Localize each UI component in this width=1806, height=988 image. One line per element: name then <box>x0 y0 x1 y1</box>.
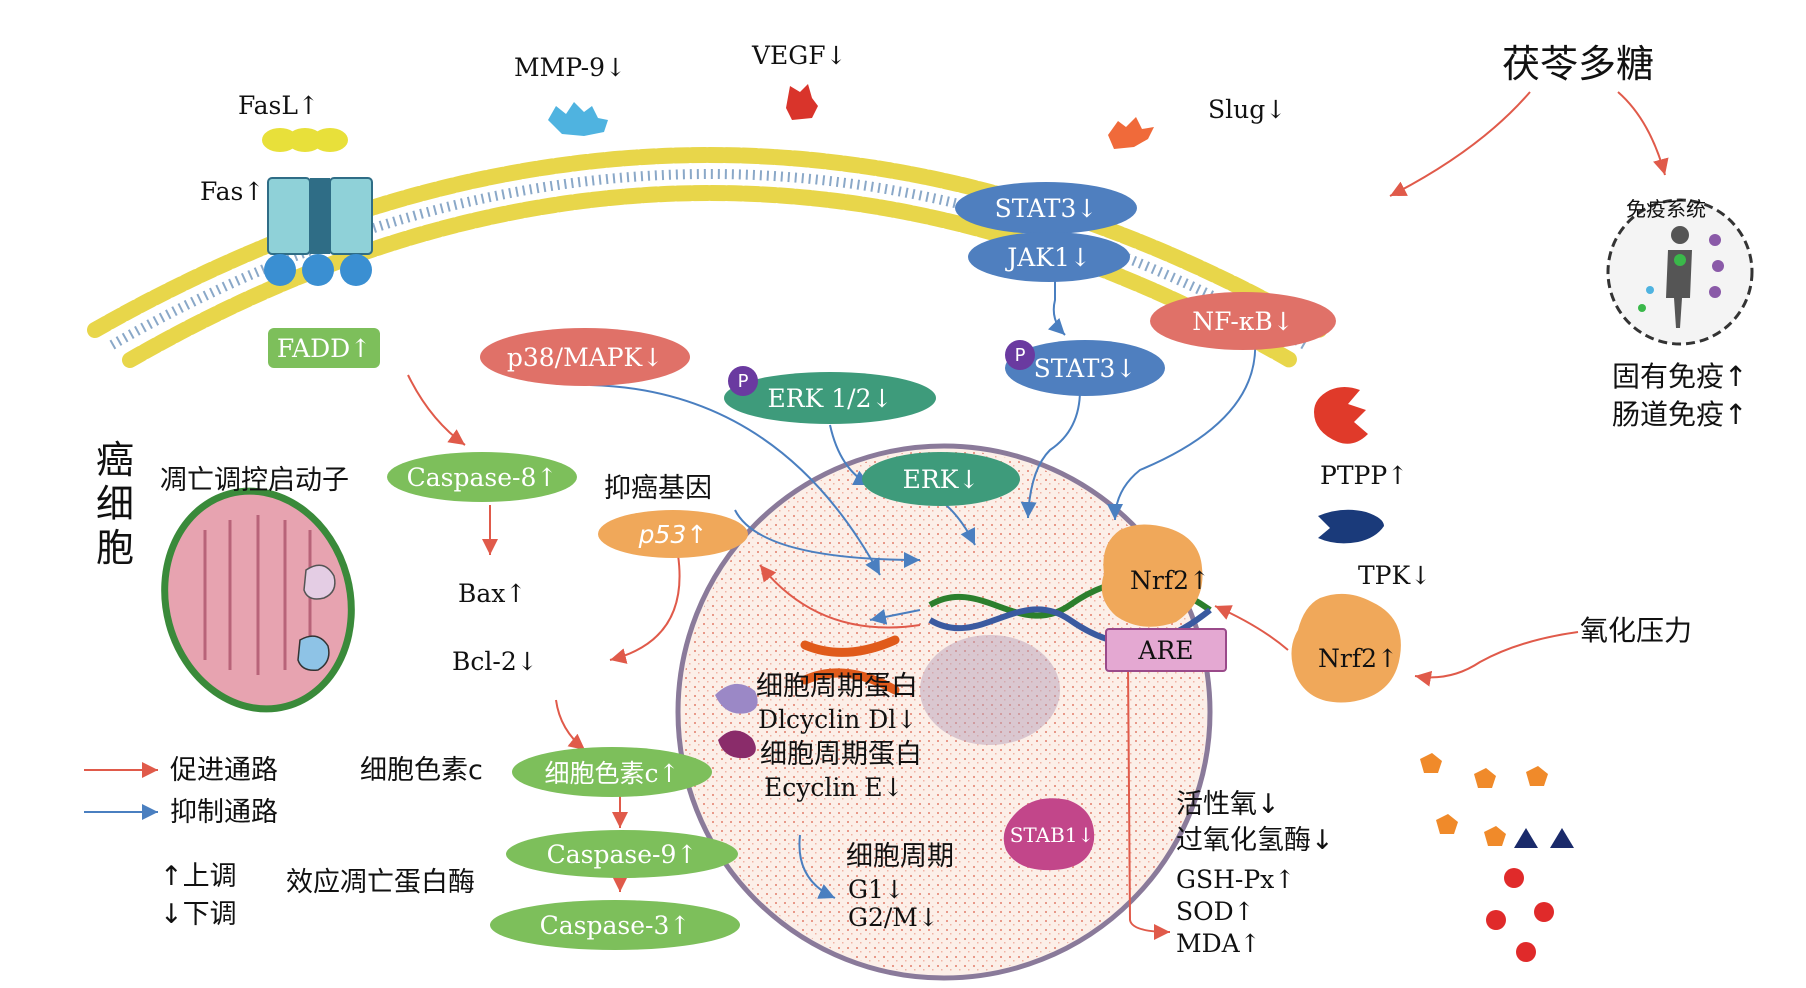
tpk-icon <box>1318 509 1384 544</box>
bcl2-label: Bcl-2↓ <box>452 647 538 676</box>
promote-arrows <box>407 91 1669 940</box>
cytochrome-c-label: 细胞色素c <box>360 755 483 786</box>
legend-up-label: ↑上调 <box>160 861 237 892</box>
mitochondrion <box>161 487 355 713</box>
stab1-label: STAB1↓ <box>1009 823 1095 847</box>
nfkb-node: NF-κB↓ <box>1150 292 1336 350</box>
fadd-node: FADD↑ <box>268 328 380 368</box>
tumor-suppressor-label: 抑癌基因 <box>604 473 712 504</box>
mda-label: MDA↑ <box>1176 929 1261 958</box>
legend-inhibit-label: 抑制通路 <box>170 797 278 828</box>
erk-node: ERK↓ <box>862 452 1020 506</box>
jak1-node: JAK1↓ <box>968 232 1130 282</box>
g2m-label: G2/M↓ <box>848 903 939 932</box>
chromosome <box>800 635 900 695</box>
tpk-label: TPK↓ <box>1358 561 1432 590</box>
mmp9-label: MMP-9↓ <box>514 53 626 82</box>
mmp9-molecule <box>548 102 608 136</box>
cancer-cell-label-3: 胞 <box>96 526 135 570</box>
legend-down-label: ↓下调 <box>160 899 237 930</box>
fas-label: Fas↑ <box>200 177 265 206</box>
oxidative-stress-label: 氧化压力 <box>1580 614 1693 647</box>
inhibit-arrows <box>589 275 1257 899</box>
apoptosis-promoter-label: 凋亡调控启动子 <box>160 465 349 496</box>
cancer-cell-label-2: 细 <box>96 482 135 526</box>
vegf-molecule <box>786 84 818 120</box>
cancer-cell-label-1: 癌 <box>96 438 135 482</box>
immune-system-circle <box>1606 198 1754 346</box>
stab1-blob <box>1003 798 1095 871</box>
cytochrome-c-node: 细胞色素c↑ <box>512 747 712 797</box>
cyclin-e-title: 细胞周期蛋白 <box>760 739 922 770</box>
erk12-node: ERK 1/2↓ <box>724 372 936 424</box>
phospho-marker-stat3: P <box>1005 340 1035 370</box>
legend-promote-label: 促进通路 <box>170 755 278 786</box>
innate-immunity-label: 固有免疫↑ <box>1612 360 1748 393</box>
gshpx-label: GSH-Px↑ <box>1176 865 1296 894</box>
peroxidase-label: 过氧化氢酶↓ <box>1176 825 1334 856</box>
cyclin-e-label: Ecyclin E↓ <box>764 773 904 802</box>
cyclin-d-blob <box>715 683 758 714</box>
ros-label: 活性氧↓ <box>1176 789 1280 820</box>
sod-label: SOD↑ <box>1176 897 1255 926</box>
slug-label: Slug↓ <box>1208 95 1287 124</box>
phospho-marker-erk: P <box>728 366 758 396</box>
ptpp-label: PTPP↑ <box>1320 461 1409 490</box>
fas-receptor <box>264 177 373 286</box>
cell-cycle-label: 细胞周期 <box>846 841 954 872</box>
oxidant-particles <box>1420 753 1574 962</box>
nrf2-outside-blob <box>1291 593 1401 703</box>
effector-protease-label: 效应凋亡蛋白酶 <box>286 867 475 898</box>
are-node: ARE <box>1105 628 1227 672</box>
fasl-label: FasL↑ <box>238 91 319 120</box>
caspase3-node: Caspase-3↑ <box>490 900 740 950</box>
bax-label: Bax↑ <box>458 579 527 608</box>
caspase9-node: Caspase-9↑ <box>506 830 738 878</box>
slug-molecule <box>1108 117 1154 149</box>
cyclin-d-label: Dlcyclin Dl↓ <box>758 705 918 734</box>
immune-system-label: 免疫系统 <box>1626 197 1706 221</box>
nrf2-nucleus-label: Nrf2↑ <box>1130 565 1210 595</box>
nrf2-nucleus-blob <box>1101 524 1203 627</box>
fasl-ligand <box>262 128 348 152</box>
cyclin-e-blob <box>718 730 756 759</box>
cyclin-d-title: 细胞周期蛋白 <box>756 671 918 702</box>
stat3-top-node: STAT3↓ <box>955 182 1137 234</box>
ptpp-icon <box>1314 387 1368 444</box>
g1-label: G1↓ <box>848 875 905 904</box>
vegf-label: VEGF↓ <box>752 41 847 70</box>
intestinal-immunity-label: 肠道免疫↑ <box>1612 398 1748 431</box>
title: 茯苓多糖 <box>1502 42 1655 86</box>
nrf2-outside-label: Nrf2↑ <box>1318 643 1398 673</box>
caspase8-node: Caspase-8↑ <box>387 452 577 502</box>
p53-node: p53↑ <box>598 510 748 558</box>
p38-mapk-node: p38/MAPK↓ <box>480 328 690 386</box>
